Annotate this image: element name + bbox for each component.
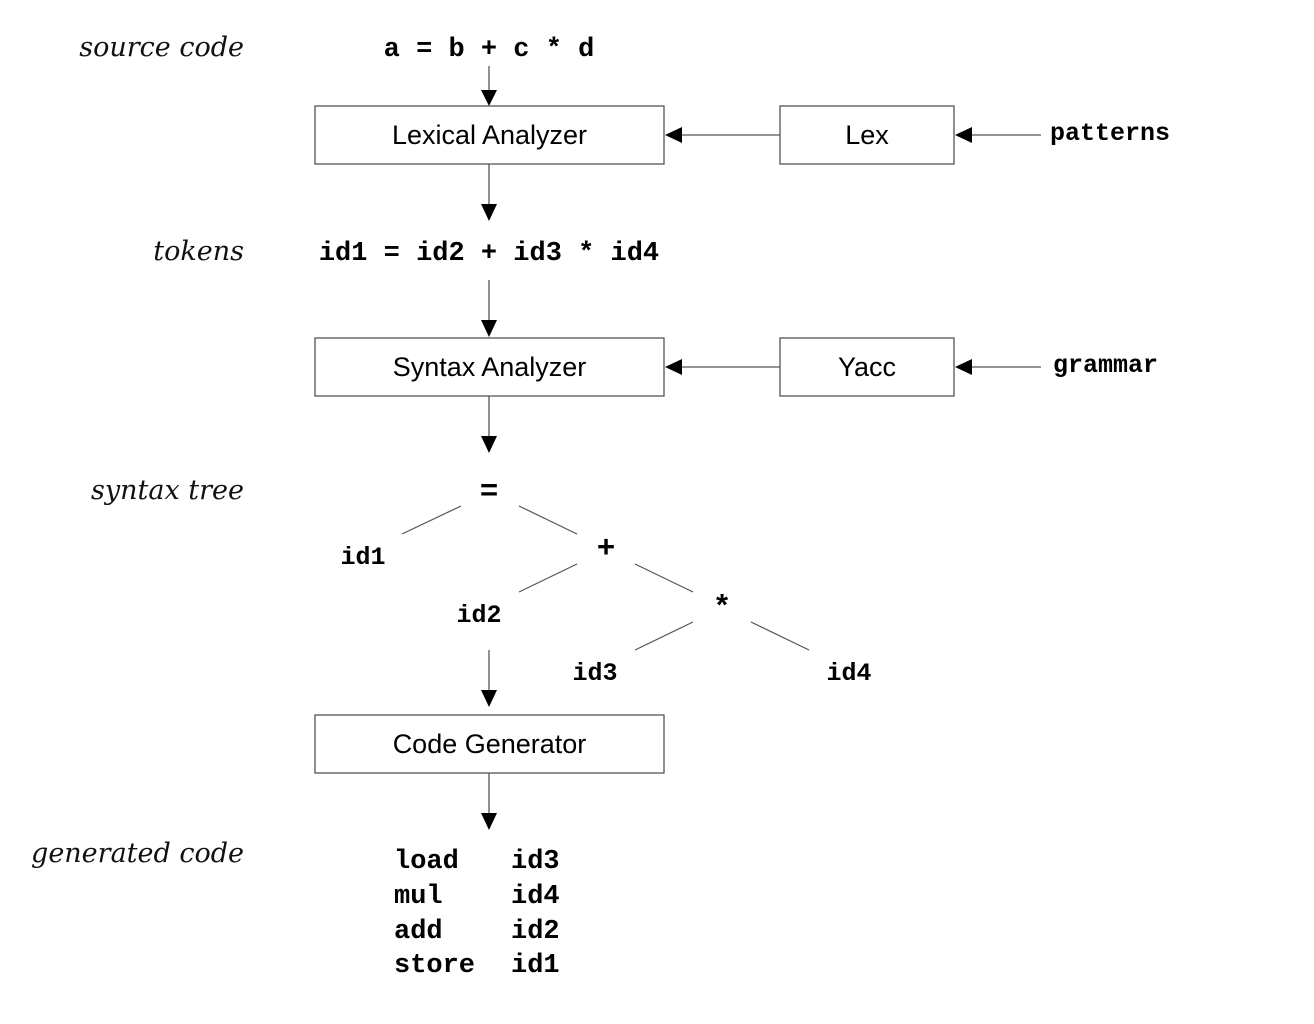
arrow-yacc-to-parser-head [665,359,682,375]
lexical-analyzer-label: Lexical Analyzer [392,120,587,150]
arrow-tokens-to-parser-head [481,320,497,337]
arrow-lex-to-lexer-head [665,127,682,143]
stage-label-generated-code: generated code [31,838,244,869]
tokens-text: id1 = id2 + id3 * id4 [319,239,659,269]
tree-edge-times-id4 [750,621,810,651]
tree-node-id4: id4 [826,659,871,688]
patterns-input-text: patterns [1050,119,1170,148]
tree-node-times: * [713,591,732,626]
tree-node-id2: id2 [456,601,501,630]
generated-code-block: load id3 mul id4 add id2 store id1 [394,847,560,981]
generated-arg: id4 [511,882,560,912]
lex-label: Lex [845,120,889,150]
arrow-codegen-to-output-head [481,813,497,830]
tree-node-id3: id3 [572,659,617,688]
syntax-analyzer-box [314,337,665,397]
stage-label-syntax-tree: syntax tree [91,475,244,506]
source-code-text: a = b + c * d [384,35,595,65]
tree-node-assign: = [480,475,499,510]
tree-node-plus: + [597,532,616,567]
generated-op: mul [394,882,443,912]
arrow-patterns-to-lex-head [955,127,972,143]
yacc-box [779,337,955,397]
generated-op: store [394,951,475,981]
yacc-label: Yacc [838,352,896,382]
arrow-tree-to-codegen-head [481,690,497,707]
arrow-parser-to-tree-head [481,436,497,453]
generated-arg: id3 [511,847,560,877]
tree-edge-times-id3 [634,621,694,651]
tree-node-id1: id1 [340,543,385,572]
generated-op: add [394,917,443,947]
code-generator-label: Code Generator [393,729,587,759]
arrow-source-to-lexer-head [481,90,497,106]
arrow-lexer-to-tokens-head [481,204,497,221]
stage-label-tokens: tokens [153,236,244,267]
generated-arg: id2 [511,917,560,947]
tree-edge-assign-plus [518,505,578,535]
tree-edge-assign-id1 [401,505,462,535]
grammar-input-text: grammar [1053,351,1158,380]
tree-edge-plus-id2 [518,563,578,593]
lex-box [779,105,955,165]
generated-arg: id1 [511,951,560,981]
generated-op: load [394,847,459,877]
syntax-analyzer-label: Syntax Analyzer [393,352,587,382]
tree-edge-plus-times [634,563,694,593]
stage-label-source-code: source code [79,32,244,63]
arrow-grammar-to-yacc-head [955,359,972,375]
